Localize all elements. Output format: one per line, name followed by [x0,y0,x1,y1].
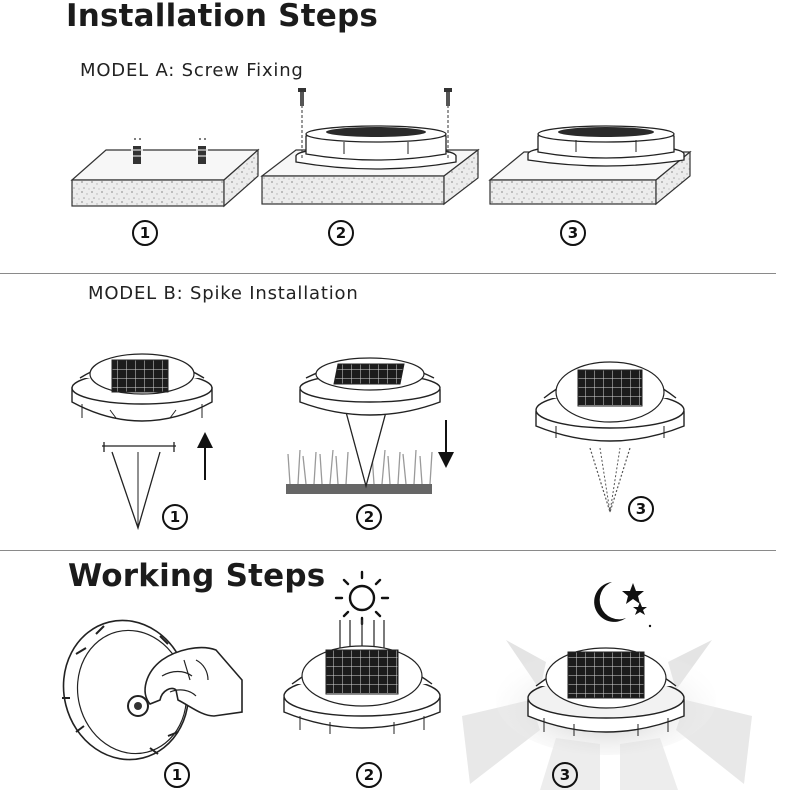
working-step-1 [62,619,243,761]
step-number: 1 [164,762,190,788]
grass-icon [286,449,433,494]
spike-step-2 [286,357,454,494]
step-number: 3 [628,496,654,522]
arrow-down-icon [438,420,454,468]
screw-icon [444,88,452,106]
working-step-2 [283,570,441,734]
step-number: 2 [356,504,382,530]
moon-star-icon [594,582,652,628]
step-number: 2 [328,220,354,246]
spike-icon [589,447,631,515]
screw-fixing-step-2 [260,88,480,206]
screw-icon [131,138,143,164]
screw-fixing-step-3 [488,125,692,206]
step-number: 2 [356,762,382,788]
sun-icon [334,570,390,626]
spike-step-1 [71,353,213,531]
step-number: 3 [552,762,578,788]
step-number: 3 [560,220,586,246]
hand-icon [144,646,243,717]
arrow-up-icon [197,432,213,480]
screw-icon [196,138,208,164]
working-steps-title: Working Steps [68,558,326,594]
model-b-label: MODEL B: Spike Installation [88,283,359,304]
screw-icon [298,88,306,106]
step-number: 1 [162,504,188,530]
working-step-3 [462,582,752,790]
screw-fixing-step-1 [70,138,260,208]
section-divider [0,273,776,274]
spike-icon [102,442,176,531]
step-number: 1 [132,220,158,246]
section-divider [0,550,776,551]
installation-steps-title: Installation Steps [66,0,378,34]
model-a-label: MODEL A: Screw Fixing [80,60,304,81]
spike-step-3 [535,361,685,515]
